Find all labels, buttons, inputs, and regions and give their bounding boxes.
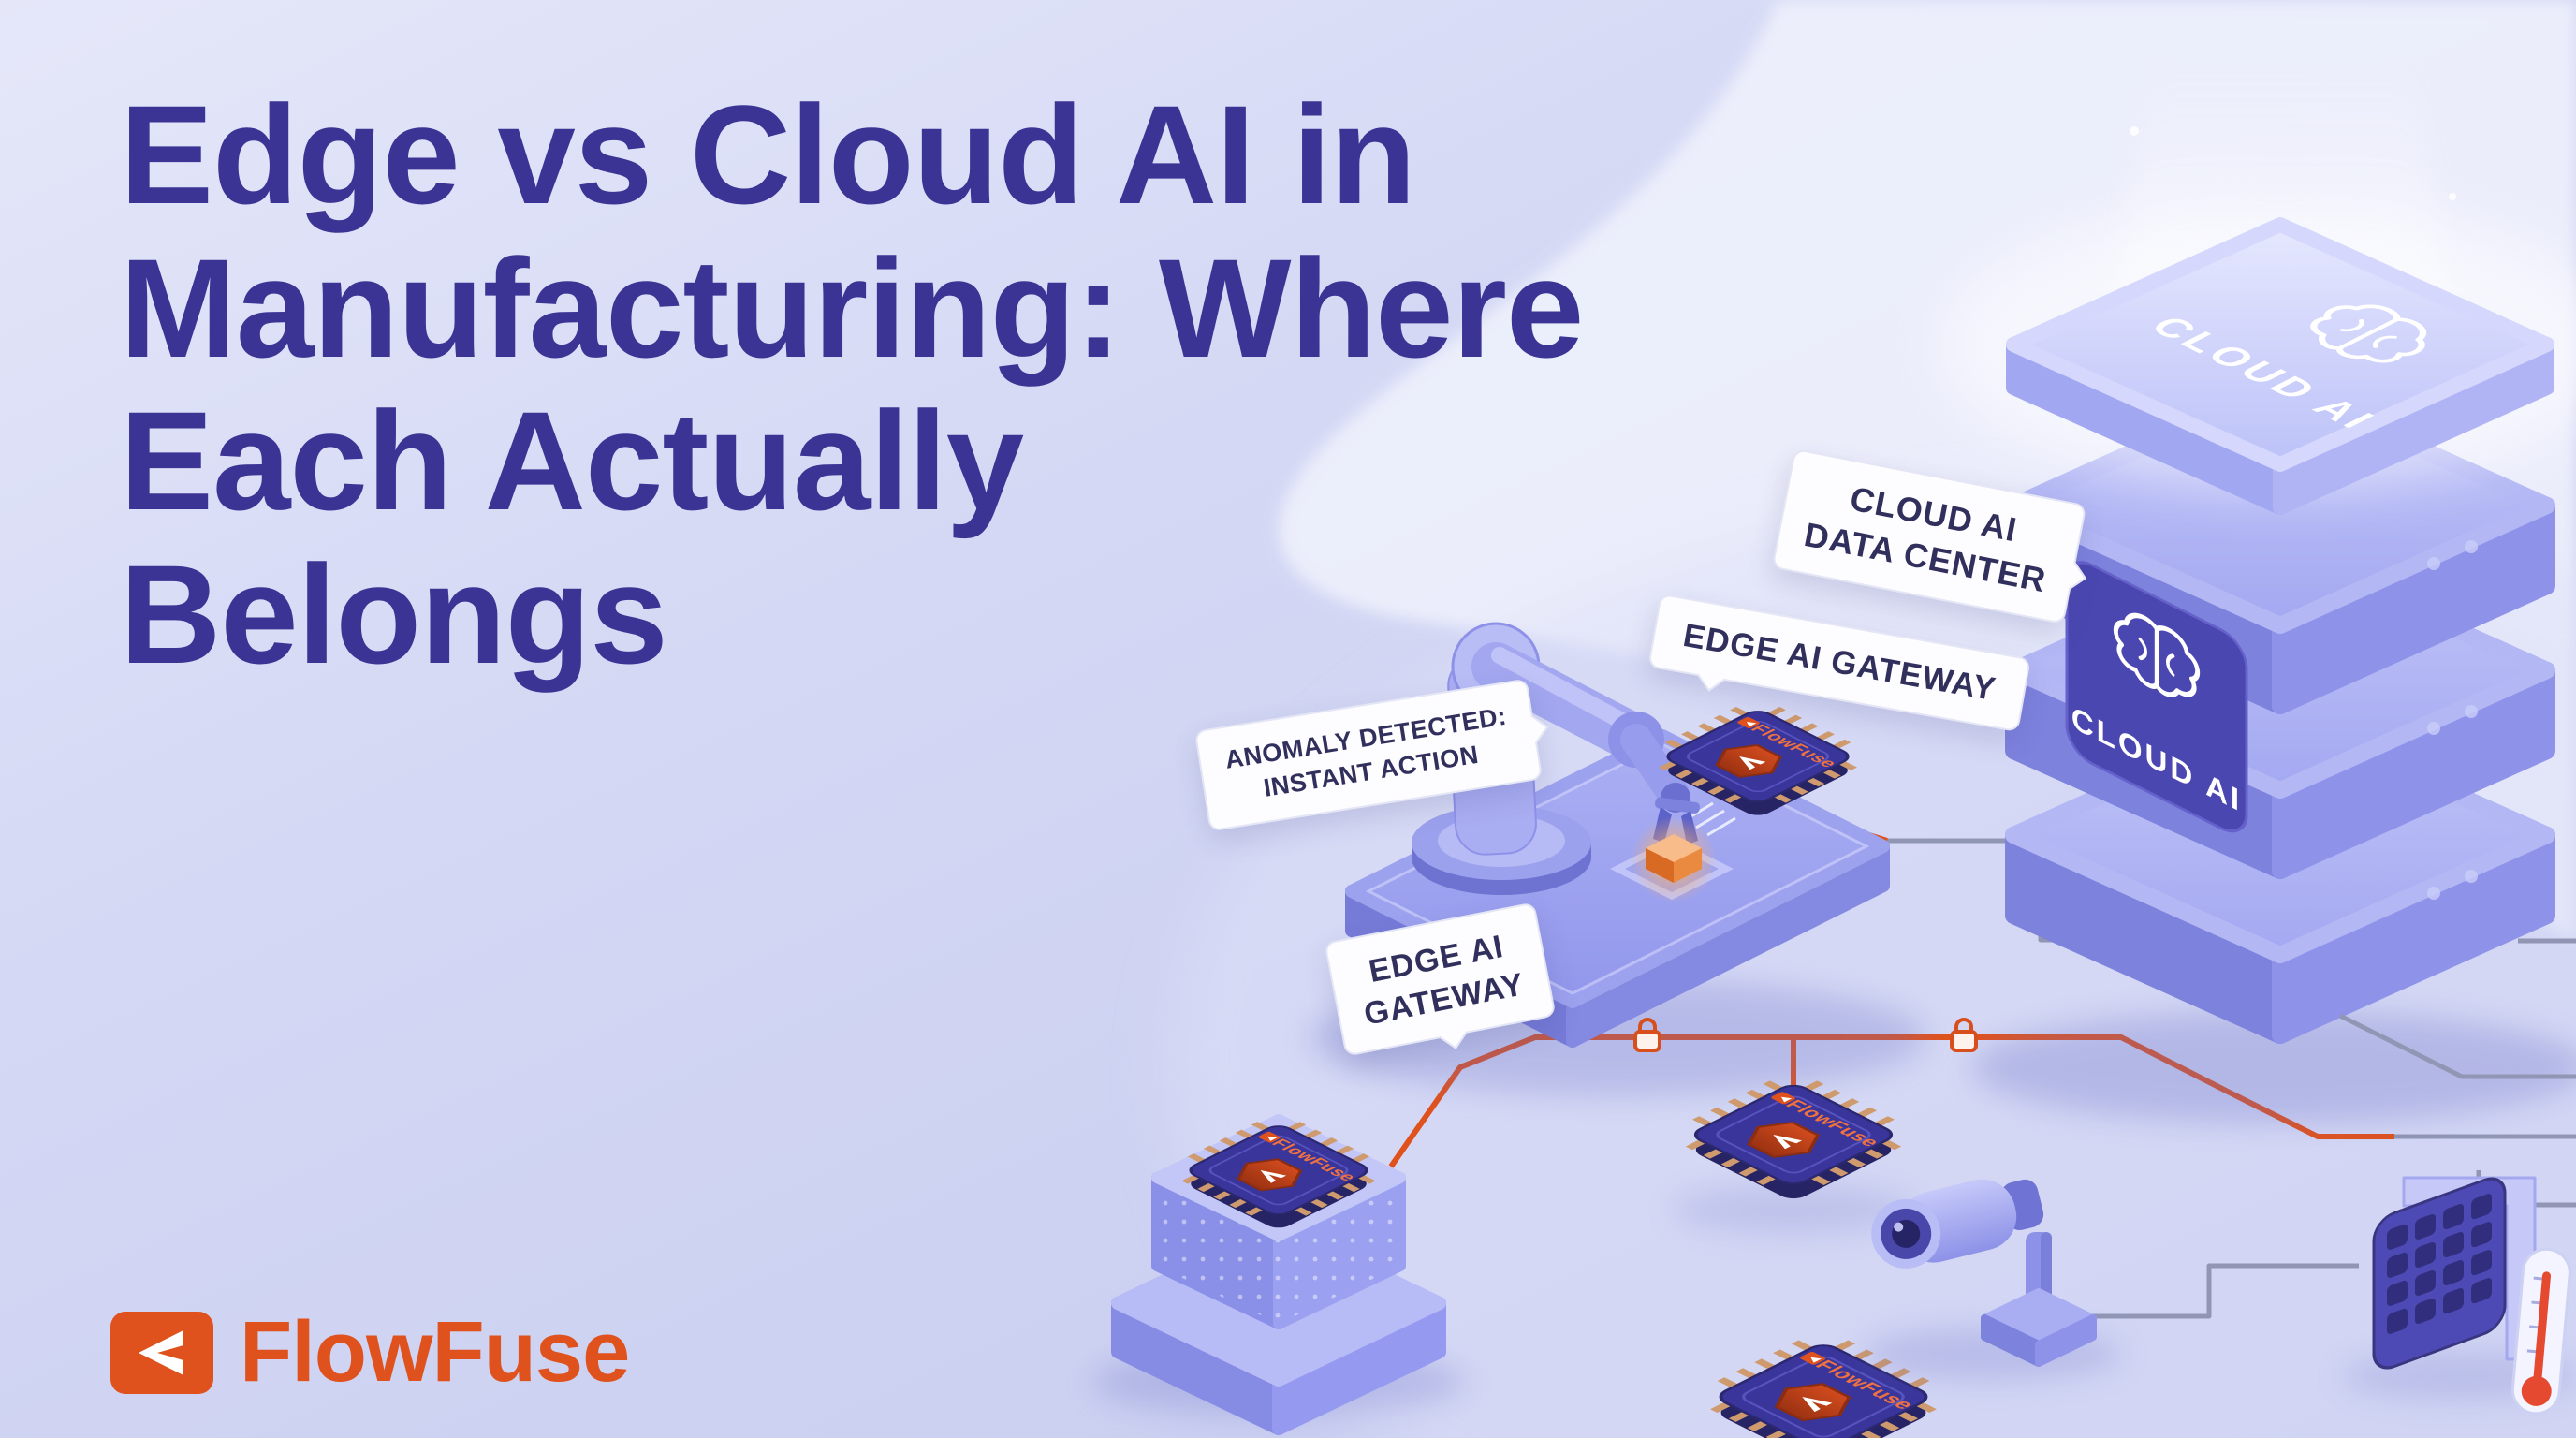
page-title: Edge vs Cloud AI in Manufacturing: Where…	[120, 76, 1584, 693]
flowfuse-logo-icon	[110, 1311, 213, 1394]
flowfuse-wordmark: FlowFuse	[240, 1304, 630, 1400]
thermometer-sensor	[2510, 1247, 2571, 1416]
edge-ai-chip: FlowFuse	[1706, 1340, 1940, 1438]
camera-device	[1861, 1179, 2123, 1380]
chip-pins	[1178, 1122, 1379, 1221]
flowfuse-hexagon-badge	[1774, 1383, 1852, 1422]
flowfuse-hexagon-badge	[1747, 1121, 1821, 1158]
chip-pins	[1682, 1080, 1905, 1191]
padlock-icon	[1633, 1018, 1661, 1052]
cloud-server-stack: CLOUD AI CLOUD AI	[1943, 47, 2576, 1123]
robot-arm	[1412, 622, 1700, 895]
edge-ai-chip: FlowFuse	[1178, 1122, 1379, 1228]
workpiece	[1610, 816, 1734, 902]
edge-gateway-device: FlowFuse	[1091, 1114, 1466, 1435]
connection-lines-gray	[2338, 938, 2576, 1079]
flowfuse-hexagon-badge	[1715, 744, 1782, 778]
cloud-ai-top-panel: CLOUD AI	[2006, 217, 2554, 515]
flowfuse-brand: FlowFuse	[110, 1303, 630, 1401]
edge-ai-chip: FlowFuse	[1682, 1080, 1905, 1199]
gripper	[1655, 797, 1700, 814]
flowfuse-hexagon-badge	[1237, 1158, 1303, 1192]
padlock-icon	[1950, 1018, 1978, 1052]
chip-pins	[1706, 1340, 1940, 1438]
chip-pins	[1655, 707, 1861, 808]
edge-ai-chip: FlowFuse	[1655, 707, 1861, 815]
keypad-buttons	[2387, 1194, 2492, 1334]
